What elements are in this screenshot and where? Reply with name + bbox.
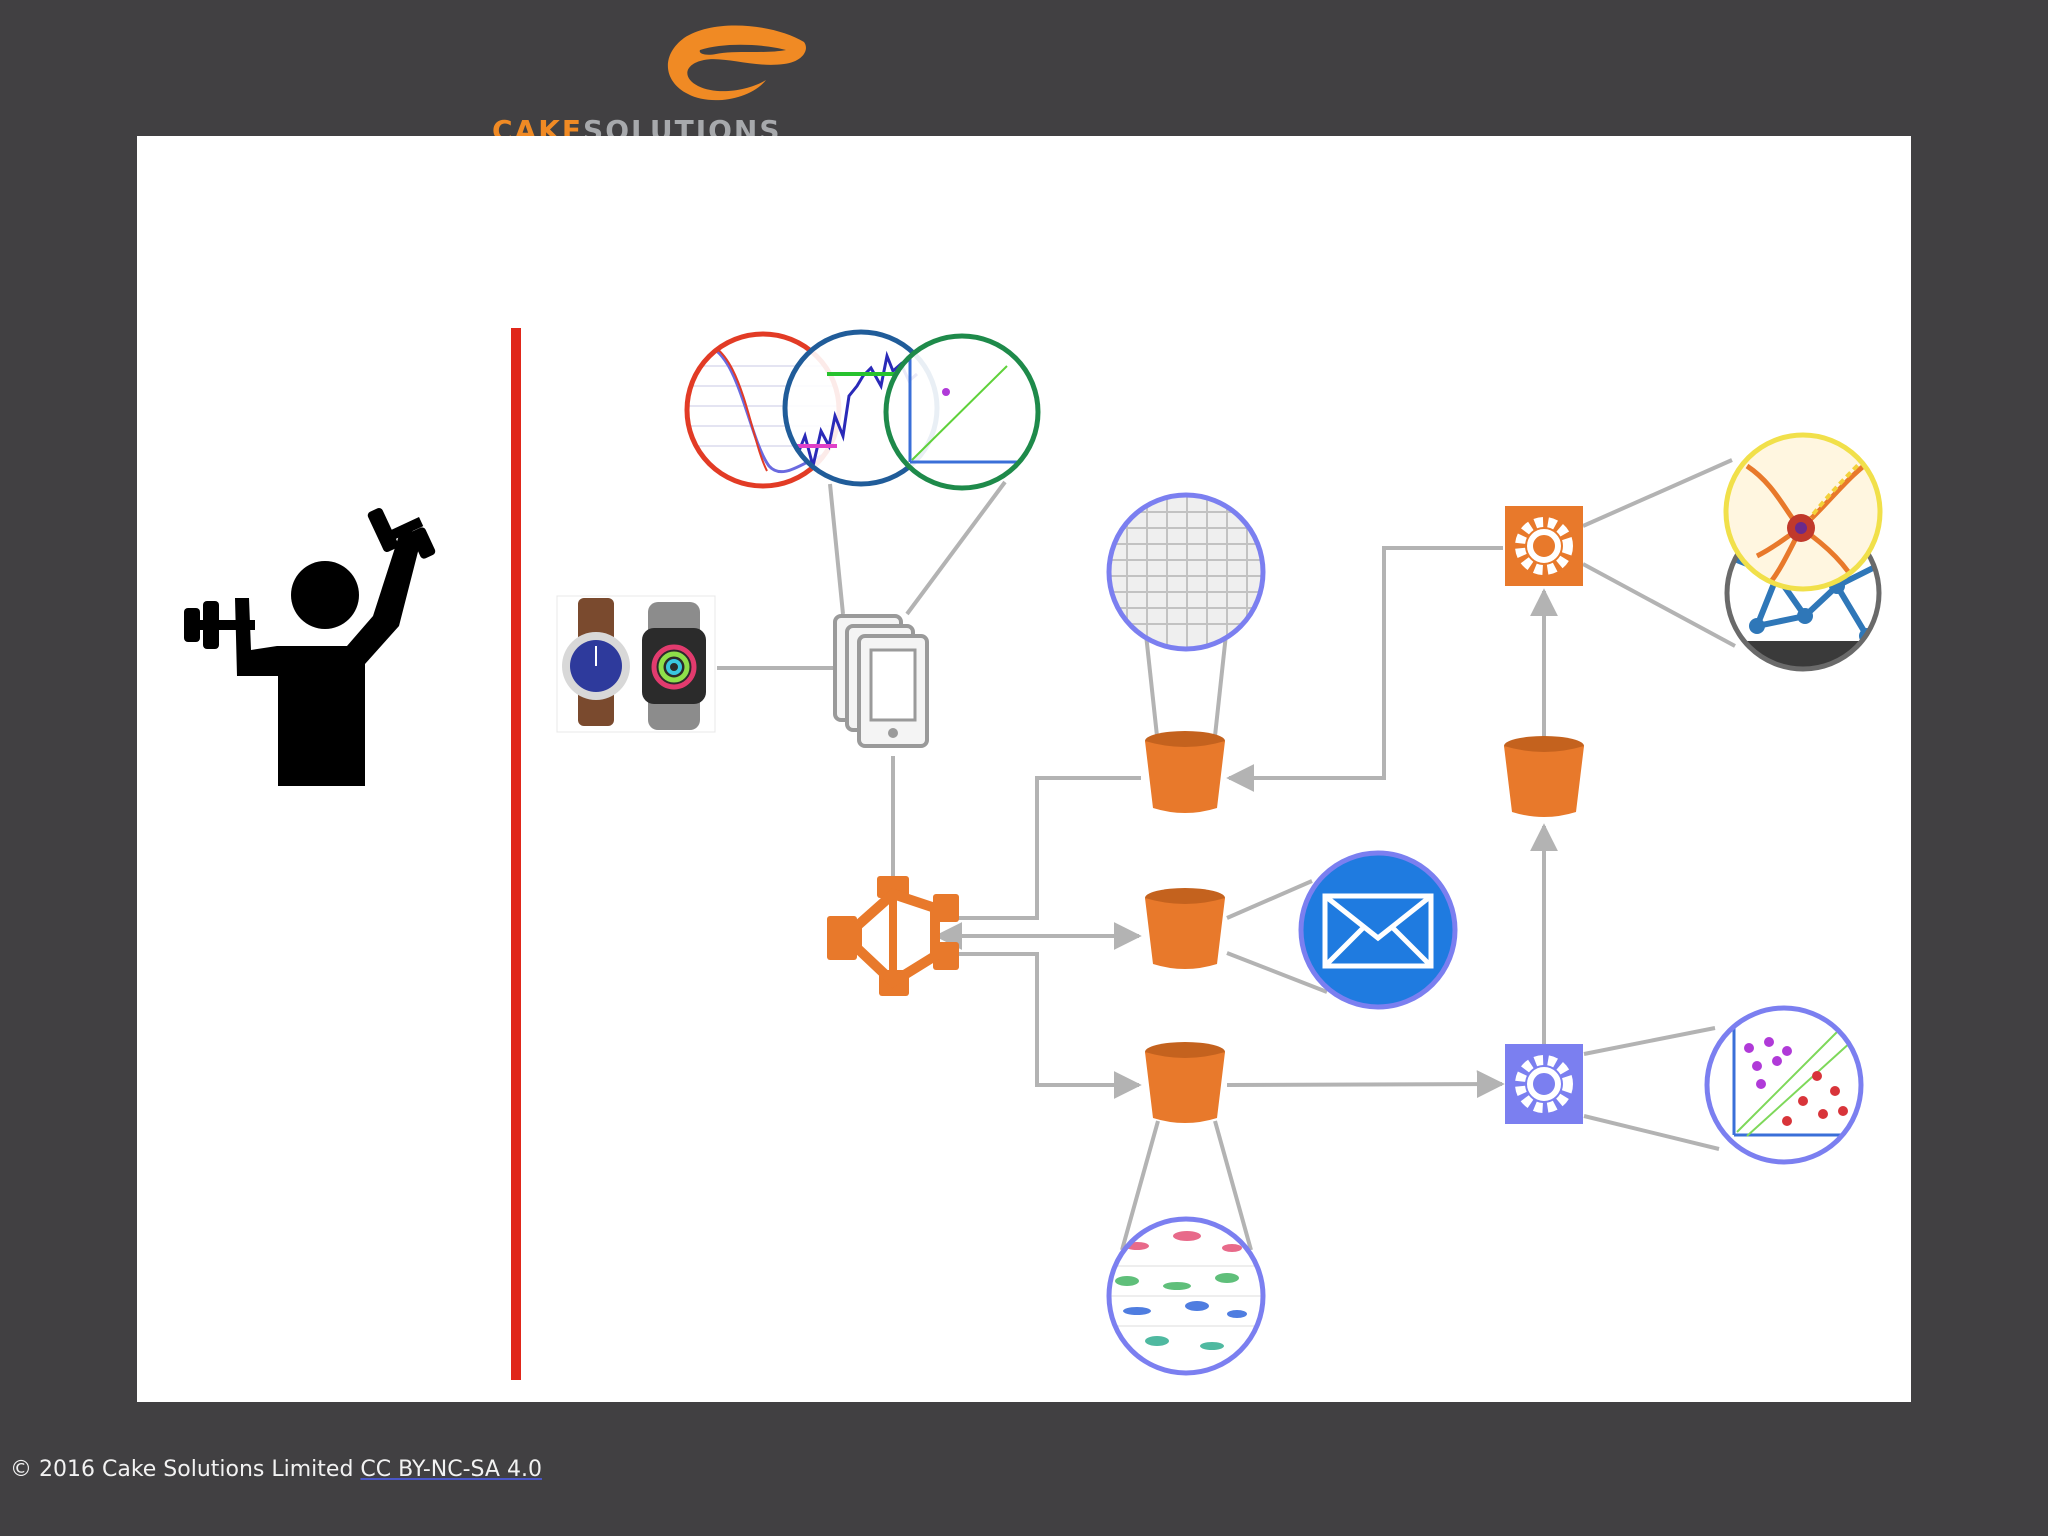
email-icon	[1298, 850, 1458, 1010]
license-link[interactable]: CC BY-NC-SA 4.0	[360, 1457, 542, 1482]
divider-line	[511, 328, 521, 1380]
bucket-2	[1145, 888, 1225, 969]
distribution-plots-icon	[1106, 1216, 1266, 1376]
smartwatch-icon	[556, 595, 716, 733]
copyright-text: © 2016 Cake Solutions Limited	[10, 1457, 361, 1482]
mobile-devices-icon	[833, 614, 929, 748]
architecture-diagram	[184, 328, 1883, 1380]
signal-analysis-icon	[684, 329, 1041, 491]
diagram-slide	[137, 136, 1911, 1402]
gear-processor-blue	[1505, 1044, 1583, 1124]
stream-router-icon	[827, 876, 959, 996]
storage-bucket-icon	[1145, 731, 1584, 1123]
footer: © 2016 Cake Solutions Limited CC BY-NC-S…	[10, 1457, 542, 1482]
brand-logo: CAKESOLUTIONS	[484, 20, 824, 147]
classification-scatter-icon	[1704, 1005, 1864, 1165]
bucket-4	[1504, 736, 1584, 817]
gear-processor-orange	[1505, 506, 1583, 586]
bucket-3	[1145, 1042, 1225, 1123]
weightlifter-icon	[184, 507, 436, 786]
gear-processor-icon	[1505, 506, 1583, 1124]
cake-solutions-logo-icon	[667, 25, 806, 101]
neural-network-icon	[1723, 432, 1883, 672]
bucket-1	[1145, 731, 1225, 813]
data-grid-icon	[1106, 492, 1266, 652]
